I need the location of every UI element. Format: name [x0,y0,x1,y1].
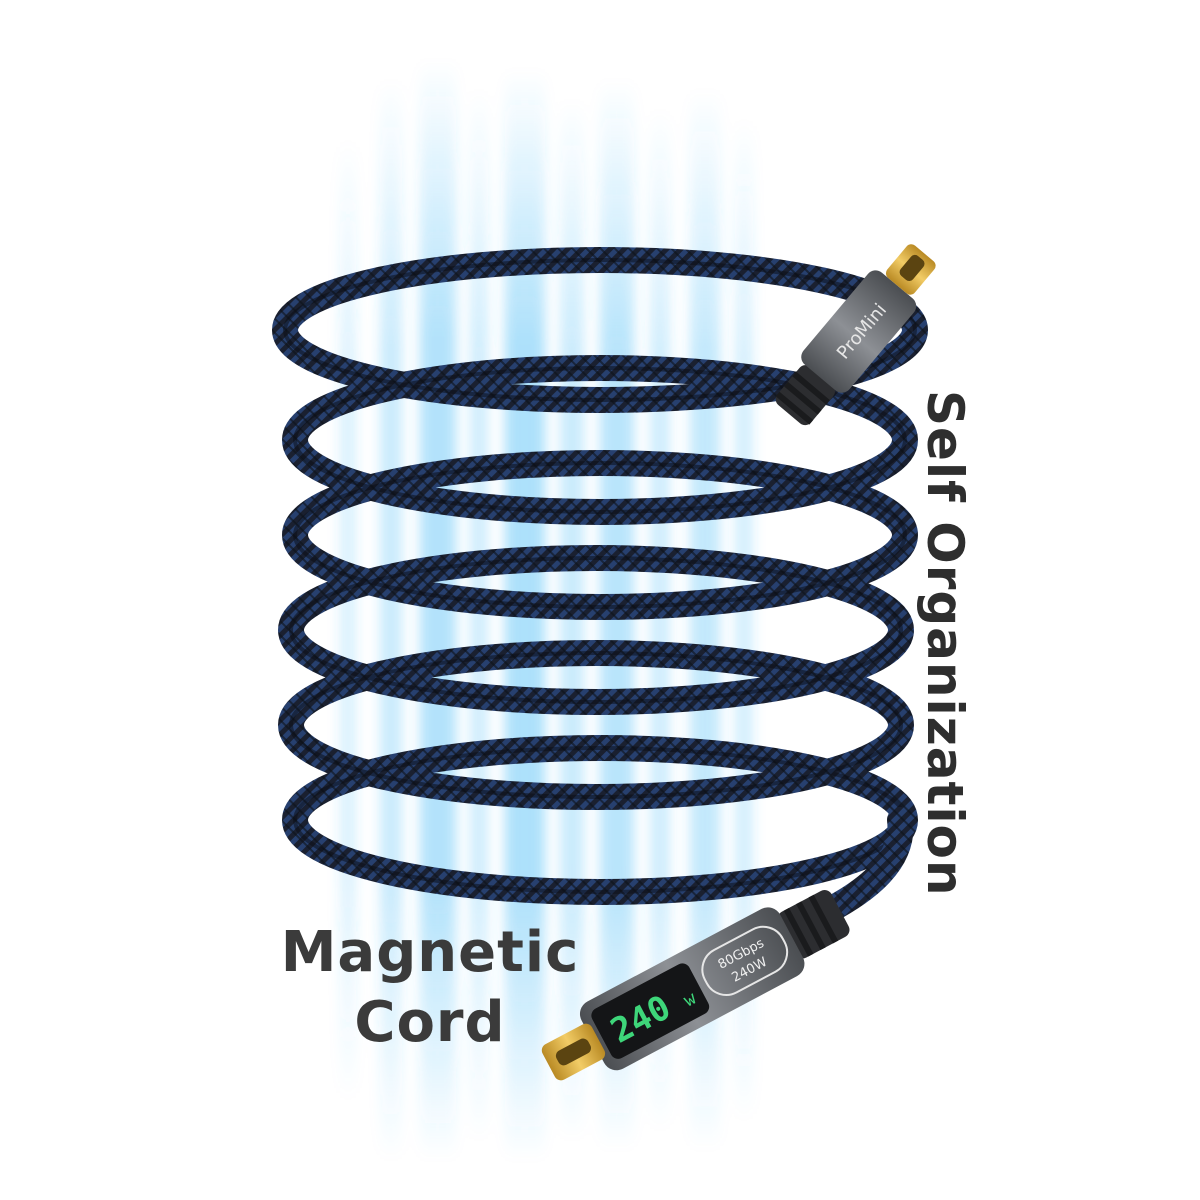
led-display [591,963,710,1059]
cable-coil-shading [283,258,917,894]
tagline-magnetic-line1: Magnetic [280,920,580,985]
tagline-self-organization: Self Organization [916,390,974,897]
tagline-magnetic-cord: Magnetic Cord [250,918,610,1058]
top-usb-c-connector: ProMini [775,244,936,426]
bottom-usb-c-connector: 240 w 80Gbps 240W [541,890,850,1081]
tagline-magnetic-line2: Cord [354,990,506,1055]
top-connector-housing [801,270,917,393]
